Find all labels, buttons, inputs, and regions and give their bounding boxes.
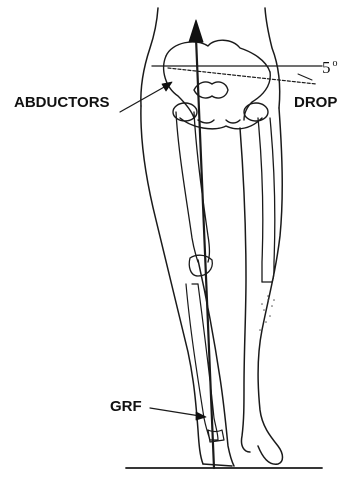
angle-value: 5 (322, 58, 331, 77)
pelvic-tilt-line (168, 68, 316, 84)
grf-label: GRF (110, 398, 142, 415)
swing-femur (258, 118, 275, 282)
grf-arrowhead (189, 20, 203, 42)
abductors-leader-line (120, 86, 166, 112)
stance-femur (176, 112, 212, 276)
grf-vector-line (196, 38, 214, 468)
abductors-label: ABDUCTORS (14, 94, 110, 111)
drop-pointer-line (298, 74, 312, 80)
swing-leg-stipple (259, 295, 275, 331)
drop-label: DROP (294, 94, 337, 111)
pelvis (164, 40, 271, 129)
stance-leg-outline (141, 106, 234, 466)
angle-unit: o (333, 58, 338, 69)
grf-leader-line (150, 408, 200, 416)
